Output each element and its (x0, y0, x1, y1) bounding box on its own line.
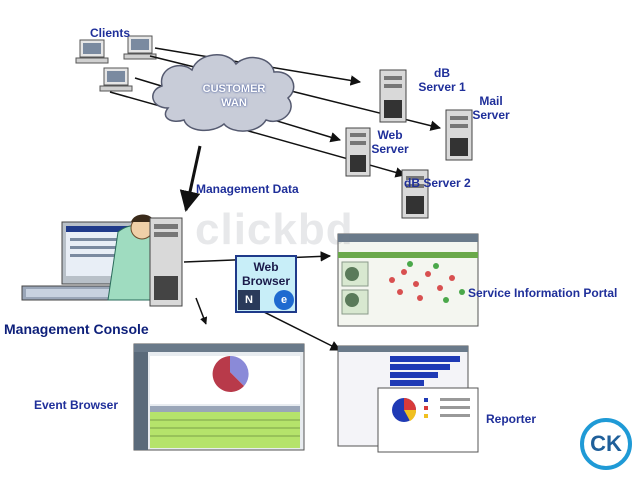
mail-server (445, 109, 473, 161)
label-db-server-2: dB Server 2 (404, 176, 471, 190)
client-computer-3 (99, 67, 133, 92)
label-web-server-line-1: Web (377, 128, 403, 142)
client-computer-1 (75, 39, 109, 64)
db-server-2 (401, 169, 429, 219)
label-mail-server-line-1: Mail (479, 94, 503, 108)
label-web-browser: Web Browser (236, 260, 296, 288)
label-clients: Clients (90, 26, 131, 40)
web-browser-box (235, 255, 297, 313)
customer-wan-cloud (152, 54, 295, 132)
arrow-to-event-browser (195, 297, 208, 325)
service-portal-screenshot (337, 233, 479, 327)
label-management-data: Management Data (196, 182, 299, 196)
netscape-icon: N (245, 294, 253, 306)
label-mail-server: Mail Server (466, 94, 516, 122)
watermark: clickbd (195, 205, 354, 254)
label-reporter: Reporter (486, 412, 537, 426)
label-web-server-line-2: Server (371, 142, 409, 156)
ck-logo: CK (580, 418, 632, 470)
label-db-server-1-line-2: Server 1 (418, 80, 466, 94)
internet-explorer-icon: e (280, 294, 288, 306)
label-db-server-1: dB Server 1 (412, 66, 472, 94)
label-cloud-line-2: WAN (221, 97, 247, 109)
label-customer-wan: CUSTOMER WAN (196, 82, 272, 110)
db-server-1 (379, 69, 407, 123)
web-server (345, 127, 371, 177)
label-cloud-line-1: CUSTOMER (202, 83, 266, 95)
label-web-browser-line-2: Browser (241, 274, 291, 288)
management-console-workstation (21, 214, 183, 307)
label-web-browser-line-1: Web (253, 260, 279, 274)
label-db-server-1-line-1: dB (434, 66, 450, 80)
client-computer-2 (123, 35, 157, 60)
label-service-portal: Service Information Portal (468, 286, 618, 300)
label-web-server: Web Server (364, 128, 416, 156)
event-browser-screenshot (133, 343, 305, 451)
label-management-console: Management Console (4, 321, 149, 337)
label-mail-server-line-2: Server (472, 108, 510, 122)
management-data-arrow (179, 145, 202, 213)
reporter-screenshot (337, 345, 479, 453)
label-event-browser: Event Browser (34, 398, 119, 412)
